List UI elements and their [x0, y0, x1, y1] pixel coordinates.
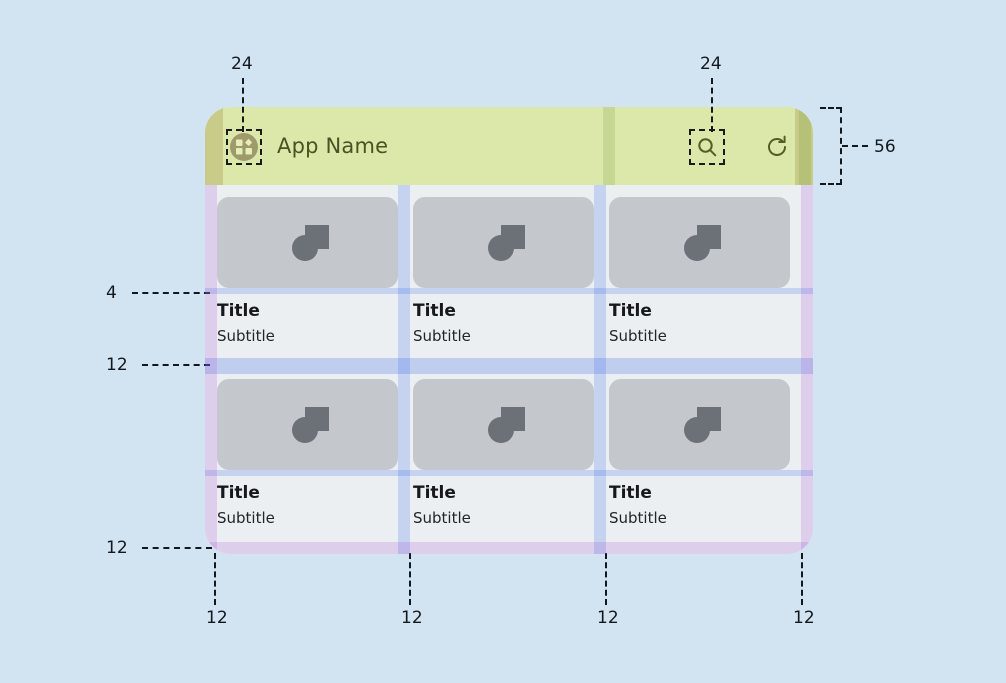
annotation-top-left-24: 24 [231, 54, 253, 74]
annotation-leader-bottom-2 [409, 553, 411, 605]
card-subtitle: Subtitle [609, 327, 667, 345]
card-title: Title [217, 301, 260, 321]
appbar-gutter-overlay-1 [603, 107, 615, 185]
card-subtitle: Subtitle [609, 509, 667, 527]
annotation-leader-56 [842, 145, 868, 147]
image-placeholder-icon [217, 379, 398, 470]
bottom-padding-overlay [205, 542, 813, 554]
card-title: Title [609, 483, 652, 503]
column-gutter-overlay-2 [594, 185, 606, 554]
card-title: Title [413, 483, 456, 503]
image-placeholder-icon [413, 197, 594, 288]
annotation-image-title-gap-4: 4 [106, 283, 117, 303]
annotation-bottom-ruler-3: 12 [597, 608, 619, 628]
card-subtitle: Subtitle [413, 509, 471, 527]
appbar-left-padding-overlay [205, 107, 223, 185]
image-placeholder-glyph [291, 224, 329, 261]
annotation-leader-4 [132, 292, 210, 294]
annotation-bottom-ruler-1: 12 [206, 608, 228, 628]
annotation-row-gap-12: 12 [106, 355, 128, 375]
image-title-gap-overlay-row1 [205, 288, 813, 294]
image-placeholder-icon [413, 379, 594, 470]
image-placeholder-glyph [487, 406, 525, 443]
card-title: Title [217, 483, 260, 503]
annotation-bottom-ruler-2: 12 [401, 608, 423, 628]
annotation-leader-bottom-pad [142, 547, 212, 549]
image-placeholder-glyph [487, 224, 525, 261]
annotation-leader-bottom-3 [605, 553, 607, 605]
image-placeholder-icon [217, 197, 398, 288]
apps-grid-icon-glyph [236, 138, 253, 155]
refresh-icon[interactable] [765, 135, 789, 159]
column-gutter-overlay-1 [398, 185, 410, 554]
app-title: App Name [277, 134, 389, 158]
card-title: Title [609, 301, 652, 321]
left-padding-overlay [205, 185, 217, 554]
annotation-appbar-height-56: 56 [874, 137, 896, 157]
annotation-appbar-height-bracket [820, 107, 842, 185]
refresh-icon-glyph [768, 135, 786, 156]
annotation-leader-bottom-4 [801, 553, 803, 605]
annotation-leader-top-right [711, 78, 713, 132]
image-placeholder-glyph [683, 406, 721, 443]
image-title-gap-overlay-row2 [205, 470, 813, 476]
appbar-right-padding-overlay [795, 107, 813, 185]
annotation-leader-top-left [242, 78, 244, 132]
right-padding-overlay [801, 185, 813, 554]
image-placeholder-icon [609, 379, 790, 470]
annotation-bottom-ruler-4: 12 [793, 608, 815, 628]
image-placeholder-icon [609, 197, 790, 288]
search-icon-glyph [698, 138, 717, 157]
card-subtitle: Subtitle [217, 509, 275, 527]
card-subtitle: Subtitle [217, 327, 275, 345]
annotation-leader-row-gap [142, 364, 210, 366]
card-title: Title [413, 301, 456, 321]
app-bar: App Name [205, 107, 813, 185]
image-placeholder-glyph [683, 224, 721, 261]
row-gap-overlay [205, 358, 813, 374]
appbar-gutter-overlay-2 [799, 107, 811, 185]
annotation-top-right-24: 24 [700, 54, 722, 74]
menu-button-selection-box [226, 129, 262, 165]
image-placeholder-glyph [291, 406, 329, 443]
search-icon[interactable] [695, 135, 719, 159]
apps-grid-icon[interactable] [230, 133, 258, 161]
card-subtitle: Subtitle [413, 327, 471, 345]
annotation-bottom-pad-12: 12 [106, 538, 128, 558]
annotation-leader-bottom-1 [214, 553, 216, 605]
search-button-selection-box [689, 129, 725, 165]
